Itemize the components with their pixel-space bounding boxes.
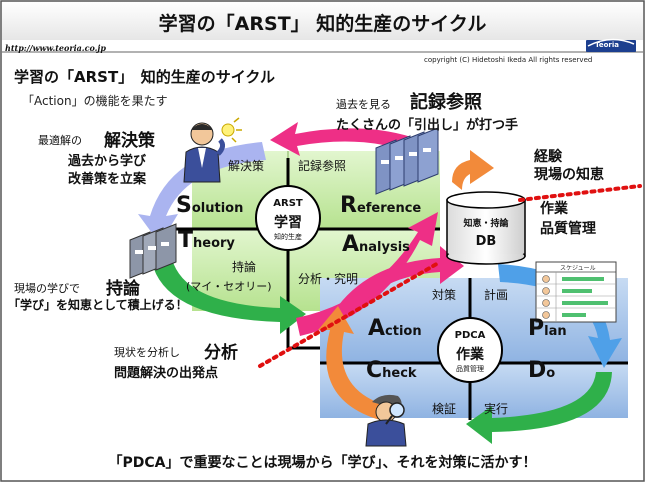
pdca-check-initial: C xyxy=(366,358,383,383)
arst-jp-reference: 記録参照 xyxy=(298,159,347,173)
arst-jp-solution: 解決策 xyxy=(228,159,265,173)
jiron-prefix: 現場の学びで xyxy=(14,282,80,295)
action-note: 「Action」の機能を果たす xyxy=(22,94,168,108)
experience-line1: 経験 xyxy=(534,149,562,165)
arst-center-line3: 知的生産 xyxy=(274,233,302,241)
record-prefix: 過去を見る xyxy=(336,98,391,111)
arrow-check-orange xyxy=(318,306,388,420)
arrow-plan-blue xyxy=(498,264,622,368)
arrow-action-magenta xyxy=(338,246,464,316)
analysis-line: 問題解決の出発点 xyxy=(114,366,219,381)
footer-message: 「PDCA」で重要なことは現場から「学び」、それを対策に活かす！ xyxy=(108,455,537,471)
arst-analysis-label: Analysis xyxy=(342,232,410,257)
pdca-center-line1: PDCA xyxy=(454,330,486,341)
experience-line2: 現場の知恵 xyxy=(534,167,604,183)
teoria-logo-text: Teoria xyxy=(595,41,619,49)
arst-theory-rest: heory xyxy=(193,236,235,251)
optimal-prefix: 最適解の xyxy=(38,134,82,147)
database-cylinder xyxy=(446,191,526,265)
arrow-db-orange xyxy=(452,150,494,190)
pdca-check-label: Check xyxy=(366,358,417,383)
work-line2: 品質管理 xyxy=(540,221,596,237)
jiron-big: 持論 xyxy=(106,279,140,299)
thinking-man-icon xyxy=(183,117,242,183)
pdca-plan-rest: lan xyxy=(544,324,567,339)
subtitle: 学習の「ARST」 知的生産のサイクル xyxy=(14,68,275,86)
record-big: 記録参照 xyxy=(410,92,482,113)
pdca-plan-label: Plan xyxy=(528,316,567,341)
pdca-do-initial: D xyxy=(528,358,547,383)
pdca-do-label: Do xyxy=(528,358,555,383)
arst-theory-label: Theory xyxy=(178,228,235,253)
arst-reference-rest: eference xyxy=(356,201,422,216)
dotted-line-lower xyxy=(258,260,442,368)
arrow-theory-green xyxy=(150,246,306,334)
db-line2: DB xyxy=(475,234,497,249)
arst-solution-initial: S xyxy=(176,193,192,218)
pdca-center-circle xyxy=(437,317,503,383)
arst-reference-initial: R xyxy=(340,193,357,218)
arst-analysis-initial: A xyxy=(342,232,360,257)
copyright-notice: copyright (C) Hidetoshi Ikeda All rights… xyxy=(424,56,593,64)
arrow-analysis-magenta xyxy=(296,212,438,336)
arst-jp-theory: 持論 xyxy=(232,260,257,274)
pdca-center-line2: 作業 xyxy=(456,347,484,363)
pdca-check-rest: heck xyxy=(382,366,417,381)
arst-center-line1: ARST xyxy=(273,198,303,209)
pdca-plan-initial: P xyxy=(528,316,545,341)
page-title: 学習の「ARST」 知的生産のサイクル xyxy=(158,13,487,35)
optimal-line2: 改善策を立案 xyxy=(68,172,147,187)
analysis-big: 分析 xyxy=(204,343,238,363)
optimal-line1: 過去から学び xyxy=(68,154,147,169)
arst-solution-label: Solution xyxy=(176,193,243,218)
optimal-big: 解決策 xyxy=(104,131,155,151)
schedule-sheet-icon xyxy=(535,261,617,323)
work-line1: 作業 xyxy=(540,201,568,217)
pdca-center-line3: 品質管理 xyxy=(456,365,484,373)
arst-quadrants xyxy=(192,151,440,311)
pdca-jp-check: 検証 xyxy=(432,402,457,416)
arrow-do-green xyxy=(466,372,612,444)
pdca-jp-plan: 計画 xyxy=(484,288,509,302)
teoria-logo xyxy=(586,38,636,52)
arst-analysis-rest: nalysis xyxy=(359,240,410,255)
site-url: http://www.teoria.co.jp xyxy=(5,43,106,53)
arst-center-circle xyxy=(255,185,321,251)
arst-theory-initial: T xyxy=(178,228,194,253)
arst-center-line2: 学習 xyxy=(274,215,302,231)
binder-files-theory-icon xyxy=(129,223,177,279)
pdca-action-label: Action xyxy=(368,316,422,341)
analysis-prefix: 現状を分析し xyxy=(114,346,180,359)
dotted-line-upper xyxy=(518,184,642,202)
arst-reference-label: Reference xyxy=(340,193,421,218)
detective-magnifier-icon xyxy=(365,394,407,447)
arst-jp-theory-reading: (マイ・セオリー) xyxy=(186,280,272,293)
pdca-do-rest: o xyxy=(546,366,556,381)
db-line1: 知恵・持論 xyxy=(463,219,509,229)
schedule-title: スケジュール xyxy=(560,265,596,272)
arst-jp-analysis: 分析・究明 xyxy=(298,272,359,286)
arst-solution-rest: olution xyxy=(191,201,244,216)
pdca-jp-action: 対策 xyxy=(432,288,457,302)
pdca-action-initial: A xyxy=(368,316,386,341)
pdca-jp-do: 実行 xyxy=(484,402,509,416)
pdca-action-rest: ction xyxy=(385,324,422,339)
record-line: たくさんの「引出し」が打つ手 xyxy=(336,118,519,133)
arrow-solution-lavender xyxy=(138,142,266,244)
binder-files-icon xyxy=(375,127,439,195)
jiron-line: 「学び」を知恵として積上げる！ xyxy=(8,298,188,312)
arrow-reference-magenta xyxy=(270,122,438,162)
title-bar xyxy=(2,2,643,40)
